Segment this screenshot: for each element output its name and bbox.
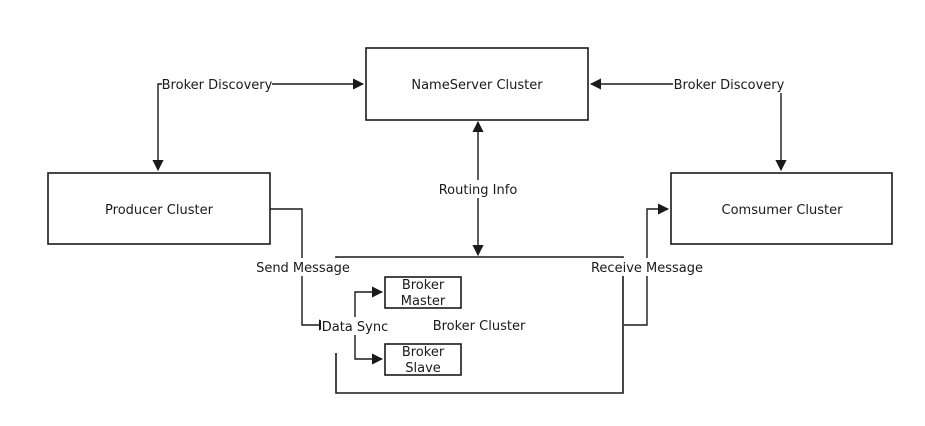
broker-discovery-left-label: Broker Discovery [162, 78, 273, 93]
broker-cluster-label: Broker Cluster [433, 319, 526, 334]
consumer-cluster-label: Comsumer Cluster [722, 203, 844, 218]
connector-broker-discovery-left [152, 78, 365, 172]
nameserver-cluster-box [365, 47, 589, 121]
broker-master-label-line2: Master [401, 294, 446, 309]
connector-data-sync-slave [354, 325, 384, 365]
producer-cluster-box [47, 172, 271, 245]
send-message-label: Send Message [256, 261, 350, 276]
broker-discovery-right-label: Broker Discovery [674, 78, 785, 93]
connector-broker-discovery-right [589, 78, 787, 172]
broker-master-box [384, 276, 462, 309]
broker-slave-label-line1: Broker [402, 345, 445, 360]
receive-message-label: Receive Message [591, 261, 703, 276]
connector-data-sync-master [354, 286, 384, 325]
broker-slave-label-line2: Slave [405, 361, 441, 376]
broker-master-label-line1: Broker [402, 278, 445, 293]
broker-cluster-frame [335, 256, 624, 394]
broker-slave-box [384, 343, 462, 376]
consumer-cluster-box [670, 172, 893, 245]
producer-cluster-label: Producer Cluster [105, 203, 214, 218]
data-sync-label: Data Sync [322, 320, 389, 335]
routing-info-label: Routing Info [439, 183, 518, 198]
nameserver-cluster-label: NameServer Cluster [411, 78, 543, 93]
